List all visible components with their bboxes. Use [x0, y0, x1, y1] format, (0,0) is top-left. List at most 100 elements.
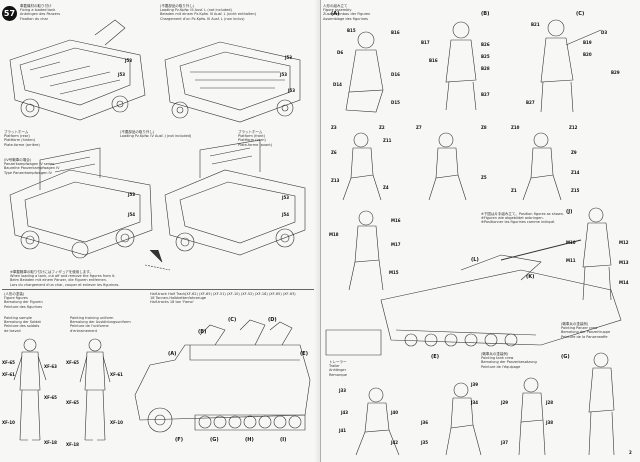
part-label: Z10 [511, 125, 520, 130]
painting-codes: (XF-62) (XF-65) (XF-51) (XF-10) (XF-52) … [185, 292, 296, 296]
callout: (F) [175, 437, 183, 443]
part-label: B25 [481, 54, 490, 59]
part-label: D16 [391, 72, 400, 77]
paint-code: XF-65 [66, 400, 79, 405]
part-label: J53 [285, 55, 293, 60]
part-label: Z1 [511, 188, 517, 193]
part-label: B21 [531, 22, 540, 27]
part-label: J53 [282, 195, 290, 200]
callout: (B) [198, 329, 207, 335]
painting-col3: Half-track Half Track 18 Tonnen-Halbkett… [150, 292, 207, 305]
part-label: D6 [337, 50, 344, 55]
part-label: J34 [471, 400, 479, 405]
figure-callout: (K) [526, 274, 535, 280]
part-label: B27 [481, 92, 490, 97]
part-label: J53 [288, 88, 296, 93]
page-marker: 2 [629, 450, 632, 455]
part-label: Z11 [383, 138, 392, 143]
part-label: J54 [128, 212, 136, 217]
part-label: D3 [601, 30, 608, 35]
header-fixing-tank: 車載機材の取り付け Fixing a loaded tank Anbringen… [20, 4, 61, 21]
left-page: 57 車載機材の取り付け Fixing a loaded tank Anbrin… [0, 0, 321, 462]
part-label: M14 [619, 280, 629, 285]
figure-callout: (G) [561, 354, 570, 360]
part-label: Z15 [571, 188, 580, 193]
figure-callout: (B) [481, 11, 490, 17]
figure-callout: (C) [576, 11, 585, 17]
paint-code: XF-65 [44, 395, 57, 400]
paint-code: XF-18 [66, 442, 79, 447]
figure-callout: (J) [566, 209, 573, 215]
callout: (H) [245, 437, 254, 443]
figure-callout: (E) [431, 354, 439, 360]
part-label: J42 [391, 440, 399, 445]
part-label: J53 [125, 58, 133, 63]
part-label: Z2 [379, 125, 385, 130]
part-label: M11 [566, 258, 576, 263]
note-m-figures: ※下図は片手組み立て。Position figures as shown. ※F… [481, 212, 565, 225]
part-label: Z8 [481, 125, 487, 130]
part-label: J53 [280, 72, 288, 77]
part-label: D14 [333, 82, 342, 87]
painting-title: (人形の塗装) Figure figures Bemalung der Figu… [4, 292, 43, 309]
part-label: B27 [526, 100, 535, 105]
header-loading-pz3: (不要部品の取り外し) Loading Pz.Kpfw. III Ausf. L… [160, 4, 257, 21]
part-label: J37 [501, 440, 509, 445]
header-platform-rear: プラットホーム Platform (rear) Plattform (hinte… [4, 130, 40, 147]
part-label: M16 [391, 218, 401, 223]
painting-col1: Painting sample Bemalung der Soldat Pein… [4, 316, 41, 333]
callout: (E) [300, 351, 308, 357]
part-label: J53 [118, 72, 126, 77]
right-page: 人形の組み立て Figure assembly Zusammenbau der … [321, 0, 640, 462]
header-loading-pz4: (不要部品の取り外し) Loading Pz.Kpfw. IV Ausf. J … [120, 130, 192, 139]
part-label: J41 [339, 428, 347, 433]
part-label: M10 [566, 240, 576, 245]
part-label: B16 [429, 58, 438, 63]
figure-assembly-intro: 人形の組み立て Figure assembly Zusammenbau der … [323, 4, 371, 21]
part-label: J43 [341, 410, 349, 415]
trailer-caption: トレーラー Trailer Anhänger Remorque [329, 360, 347, 377]
paint-code: XF-61 [2, 372, 15, 377]
part-label: B28 [481, 66, 490, 71]
part-label: J40 [391, 410, 399, 415]
loading-note: ※車載戦車の取り付けにはフィギュアを使用します。 When loading a … [10, 270, 120, 287]
callout: (D) [268, 317, 277, 323]
assembly-line-art [9, 19, 306, 271]
part-label: M13 [619, 260, 629, 265]
paint-code: XF-65 [66, 360, 79, 365]
part-label: J54 [282, 212, 290, 217]
part-label: Z6 [331, 150, 337, 155]
part-label: J29 [501, 400, 509, 405]
part-label: J35 [421, 440, 429, 445]
part-label: B26 [481, 42, 490, 47]
part-label: J28 [546, 400, 554, 405]
part-label: M15 [389, 270, 399, 275]
part-label: B20 [583, 52, 592, 57]
part-label: Z14 [571, 170, 580, 175]
part-label: Z9 [571, 150, 577, 155]
paint-code: XF-63 [44, 364, 57, 369]
part-label: Z5 [481, 175, 487, 180]
painting-col2: Painting training uniform Bemalung der A… [70, 316, 131, 333]
part-label: B15 [347, 28, 356, 33]
part-label: Z7 [416, 125, 422, 130]
step-number-badge: 57 [2, 6, 17, 21]
header-pz4-series: (IV号戦車の場合) Panzerkampfwagen IV series Ba… [4, 158, 60, 175]
part-label: J38 [546, 420, 554, 425]
part-label: J39 [471, 382, 479, 387]
part-label: B29 [611, 70, 620, 75]
callout: (G) [210, 437, 219, 443]
crew-caption-k: (戦車兵の塗装例) Painting Panzer crew Bemalung … [561, 322, 611, 339]
callout: (C) [228, 317, 237, 323]
part-label: J33 [339, 388, 347, 393]
paint-code: XF-10 [2, 420, 15, 425]
figure-callout: (L) [471, 257, 479, 263]
paint-code: XF-65 [2, 360, 15, 365]
header-platform-front: プラットホーム Platform (front) Plattform (vorn… [238, 130, 273, 147]
part-label: M17 [391, 242, 401, 247]
paint-code: XF-10 [110, 420, 123, 425]
part-label: M12 [619, 240, 629, 245]
part-label: B19 [583, 40, 592, 45]
part-label: Z13 [331, 178, 340, 183]
